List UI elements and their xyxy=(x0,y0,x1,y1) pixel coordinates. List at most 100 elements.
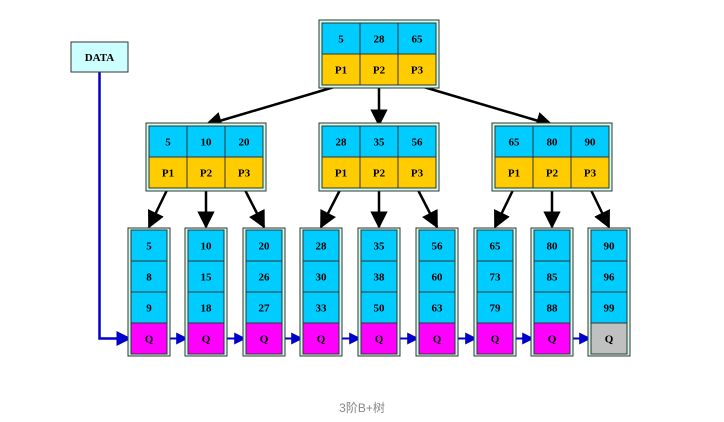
leaf-node-4-key-2-text: 50 xyxy=(374,303,386,315)
internal-node-0-pointer-1-text: P2 xyxy=(200,168,213,180)
internal-node-2-key-2-text: 90 xyxy=(585,137,597,149)
data-box: DATA xyxy=(70,41,129,73)
leaf-node-0-key-0-cell xyxy=(130,229,168,262)
leaf-node-1-key-1-cell xyxy=(187,260,225,293)
leaf-node-0-link-text: Q xyxy=(145,334,154,346)
leaf-node-1-link-text: Q xyxy=(202,334,211,346)
internal-node-2-pointer-2-cell xyxy=(570,156,610,189)
leaf-node-3-key-0-text: 28 xyxy=(316,241,328,253)
internal-node-2-pointer-0-cell xyxy=(494,156,534,189)
internal-node-2-pointer-1-cell xyxy=(532,156,572,189)
edge-root-to-internal-0 xyxy=(204,83,342,129)
leaf-node-7-key-0-cell xyxy=(533,229,571,262)
internal-node-0-key-2-cell xyxy=(224,125,264,158)
leaf-node-1-key-2-cell xyxy=(187,291,225,324)
internal-node-1-key-0-cell xyxy=(321,125,361,158)
leaf-node-4-key-1-text: 38 xyxy=(374,272,386,284)
edge-internal-2-to-leaf-6 xyxy=(493,187,516,229)
leaf-node-8: 90 96 99Q xyxy=(587,227,631,357)
leaf-node-3-key-2-text: 33 xyxy=(316,303,328,315)
internal-node-2-key-0-text: 65 xyxy=(509,137,521,149)
leaf-node-7-key-1-text: 85 xyxy=(547,272,559,284)
edge-internal-0-to-leaf-2 xyxy=(242,187,266,229)
leaf-node-3-key-1-text: 30 xyxy=(316,272,328,284)
leaf-node-0-key-2-text: 9 xyxy=(146,303,152,315)
internal-node-0-pointer-2-cell xyxy=(224,156,264,189)
root-node-pointer-0-cell xyxy=(321,53,361,86)
leaf-node-1-key-2-text: 18 xyxy=(201,303,213,315)
leaf-node-8-link-cell xyxy=(590,322,628,355)
internal-node-1-pointer-1-cell xyxy=(359,156,399,189)
leaf-node-2-key-1-cell xyxy=(245,260,283,293)
leaf-node-3-link-text: Q xyxy=(317,334,326,346)
data-label: DATA xyxy=(85,52,115,64)
leaf-node-5-key-1-cell xyxy=(418,260,456,293)
root-node-key-2-cell xyxy=(397,22,437,55)
leaf-node-3: 28 30 33Q xyxy=(299,227,343,357)
leaf-node-5-key-2-text: 63 xyxy=(432,303,444,315)
leaf-node-3-key-0-cell xyxy=(302,229,340,262)
leaf-node-1-key-0-text: 10 xyxy=(201,241,213,253)
root-node-pointer-1-cell xyxy=(359,53,399,86)
leaf-node-5-link-text: Q xyxy=(433,334,442,346)
internal-node-1-pointer-0-cell xyxy=(321,156,361,189)
leaf-node-2-key-2-text: 27 xyxy=(259,303,271,315)
leaf-node-5-key-1-text: 60 xyxy=(432,272,444,284)
edge-internal-2-to-leaf-8 xyxy=(588,187,611,229)
leaf-node-1-key-0-cell xyxy=(187,229,225,262)
leaf-node-0-link-cell xyxy=(130,322,168,355)
leaf-node-8-key-1-text: 96 xyxy=(604,272,616,284)
leaf-node-5-link-cell xyxy=(418,322,456,355)
internal-node-0-pointer-2-text: P3 xyxy=(238,168,251,180)
internal-node-1-pointer-0-text: P1 xyxy=(335,168,347,180)
leaf-node-3-link-cell xyxy=(302,322,340,355)
leaf-node-2-key-0-text: 20 xyxy=(259,241,271,253)
leaf-node-2-link-cell xyxy=(245,322,283,355)
leaf-node-7-link-cell xyxy=(533,322,571,355)
leaf-node-8-key-2-text: 99 xyxy=(604,303,616,315)
internal-node-2-key-0-cell xyxy=(494,125,534,158)
leaf-node-8-link-text: Q xyxy=(605,334,614,346)
leaf-node-4-key-0-cell xyxy=(360,229,398,262)
leaf-node-0-key-2-cell xyxy=(130,291,168,324)
leaf-node-1-link-cell xyxy=(187,322,225,355)
leaf-node-6-key-0-text: 65 xyxy=(490,241,502,253)
edge-internal-1-to-leaf-5 xyxy=(415,187,439,229)
leaf-node-2-key-0-cell xyxy=(245,229,283,262)
root-node-key-1-cell xyxy=(359,22,399,55)
internal-node-1-pointer-1-text: P2 xyxy=(373,168,386,180)
root-node-pointer-0-text: P1 xyxy=(335,65,347,77)
internal-node-1-pointer-2-cell xyxy=(397,156,437,189)
leaf-node-1-key-1-text: 15 xyxy=(201,272,213,284)
internal-node-0-key-2-text: 20 xyxy=(239,137,251,149)
internal-node-2-key-1-cell xyxy=(532,125,572,158)
leaf-node-5-key-0-text: 56 xyxy=(432,241,444,253)
internal-node-0-key-0-text: 5 xyxy=(165,137,171,149)
internal-node-0-key-1-text: 10 xyxy=(201,137,213,149)
data-pointer-arrow xyxy=(98,72,132,346)
leaf-node-6-key-1-text: 73 xyxy=(490,272,502,284)
internal-node-1-pointer-2-text: P3 xyxy=(411,168,424,180)
leaf-node-7-key-2-cell xyxy=(533,291,571,324)
internal-node-0-pointer-1-cell xyxy=(186,156,226,189)
internal-node-2-pointer-1-text: P2 xyxy=(546,168,559,180)
root-node-key-1-text: 28 xyxy=(374,34,386,46)
internal-node-1-key-1-cell xyxy=(359,125,399,158)
tree-edges xyxy=(147,83,611,229)
leaf-node-6-key-2-text: 79 xyxy=(490,303,502,315)
leaf-node-6-key-2-cell xyxy=(476,291,514,324)
leaf-node-4-link-cell xyxy=(360,322,398,355)
leaf-node-0-key-0-text: 5 xyxy=(146,241,152,253)
leaf-node-8-key-0-text: 90 xyxy=(604,241,616,253)
leaf-node-4-link-text: Q xyxy=(375,334,384,346)
leaf-node-1: 10 15 18Q xyxy=(184,227,228,357)
edge-internal-0-to-leaf-0 xyxy=(147,187,170,229)
leaf-node-4-key-2-cell xyxy=(360,291,398,324)
leaf-node-7-key-0-text: 80 xyxy=(547,241,559,253)
